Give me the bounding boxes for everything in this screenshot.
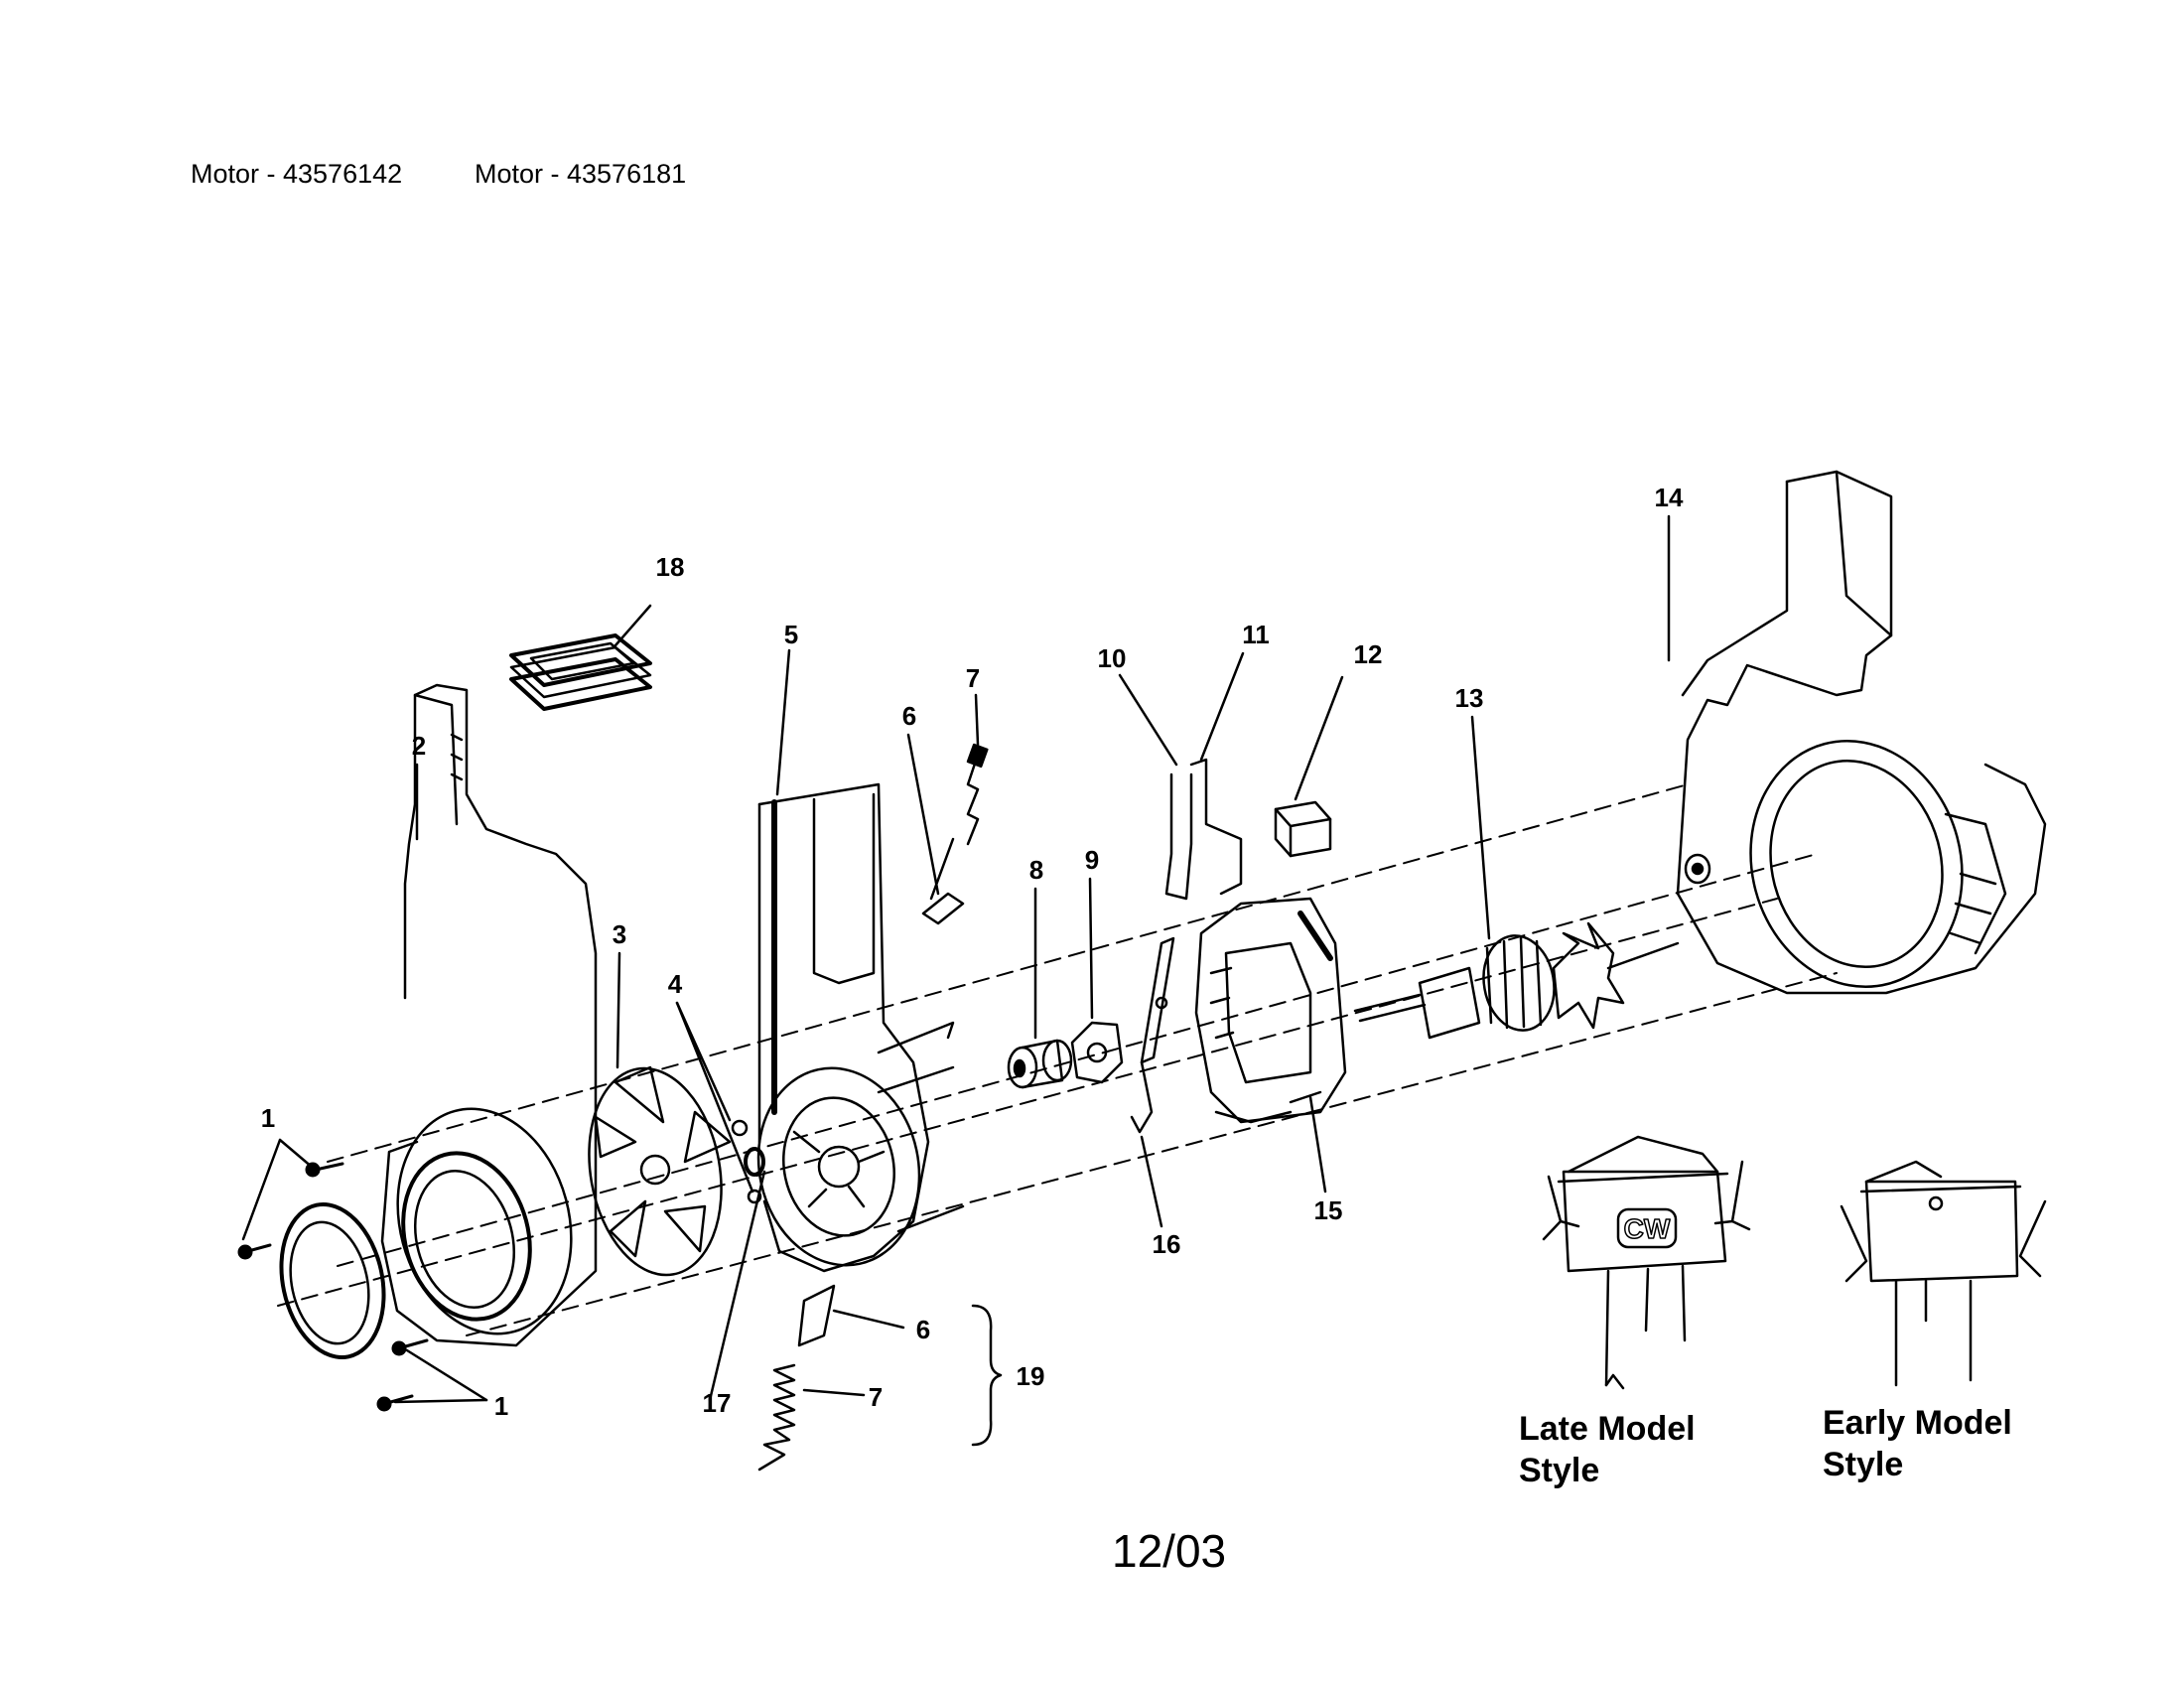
callout-9: 9 bbox=[1085, 845, 1099, 875]
callout-10: 10 bbox=[1098, 643, 1127, 673]
leader-lines bbox=[241, 514, 1671, 1404]
callout-2: 2 bbox=[412, 731, 426, 761]
part-14-motor-cover bbox=[1676, 470, 2047, 995]
part-7-spring-upper bbox=[966, 743, 989, 846]
callout-14: 14 bbox=[1655, 483, 1684, 512]
part-4-washers bbox=[731, 1119, 762, 1204]
late-model-switch-illustration: CW bbox=[1542, 1135, 1751, 1390]
callout-5: 5 bbox=[784, 620, 798, 649]
part-3-fan-impeller bbox=[588, 1065, 732, 1277]
part-9-bearing-retainer bbox=[1070, 1021, 1124, 1084]
callout-6b: 6 bbox=[916, 1315, 930, 1344]
callout-labels: 1 1 2 3 4 5 6 6 7 7 8 9 10 11 12 13 14 1… bbox=[261, 483, 1684, 1421]
revision-date: 12/03 bbox=[1112, 1525, 1227, 1577]
early-model-caption: Early Model Style bbox=[1823, 1404, 2012, 1483]
part-6-carbon-brush-lower bbox=[797, 1284, 836, 1347]
callout-17: 17 bbox=[703, 1388, 732, 1418]
part-12-switch bbox=[1274, 800, 1332, 858]
part-16-terminal bbox=[1130, 936, 1175, 1134]
callout-6a: 6 bbox=[902, 701, 916, 731]
late-model-caption: Late Model Style bbox=[1519, 1410, 1696, 1489]
switch-cw-mark: CW bbox=[1624, 1213, 1671, 1244]
part-13-armature bbox=[1353, 921, 1680, 1040]
early-model-switch-illustration bbox=[1840, 1160, 2047, 1387]
part-1-screws bbox=[237, 1162, 429, 1412]
callout-3: 3 bbox=[613, 919, 626, 949]
part-6-carbon-brush-upper bbox=[921, 837, 965, 925]
callout-7b: 7 bbox=[869, 1382, 883, 1412]
motor-label-43576181: Motor - 43576181 bbox=[475, 159, 687, 189]
callout-12: 12 bbox=[1354, 639, 1383, 669]
part-17-o-ring bbox=[744, 1147, 765, 1177]
part-15-field-assembly bbox=[1194, 897, 1347, 1124]
callout-13: 13 bbox=[1455, 683, 1484, 713]
callout-7a: 7 bbox=[966, 663, 980, 693]
callout-1a: 1 bbox=[261, 1103, 275, 1133]
part-11-terminal-bracket bbox=[1189, 758, 1243, 896]
assembly-axis-lines bbox=[277, 783, 1838, 1336]
motor-label-43576142: Motor - 43576142 bbox=[191, 159, 403, 189]
callout-19: 19 bbox=[1017, 1361, 1045, 1391]
part-7-spring-lower bbox=[757, 1363, 796, 1472]
part-10-brush-holder bbox=[1164, 772, 1193, 901]
part-5-motor-housing bbox=[756, 782, 965, 1273]
callout-16: 16 bbox=[1153, 1229, 1181, 1259]
callout-4: 4 bbox=[668, 969, 683, 999]
callout-15: 15 bbox=[1314, 1195, 1343, 1225]
callout-18: 18 bbox=[656, 552, 685, 582]
callout-8: 8 bbox=[1029, 855, 1043, 885]
callout-1b: 1 bbox=[494, 1391, 508, 1421]
callout-11: 11 bbox=[1242, 620, 1270, 649]
part-8-bearing bbox=[1007, 1039, 1073, 1089]
part-18-gasket bbox=[509, 633, 652, 711]
nozzle-ring bbox=[279, 1201, 386, 1360]
brace-19 bbox=[971, 1304, 1003, 1447]
part-2-fan-housing bbox=[380, 683, 598, 1347]
